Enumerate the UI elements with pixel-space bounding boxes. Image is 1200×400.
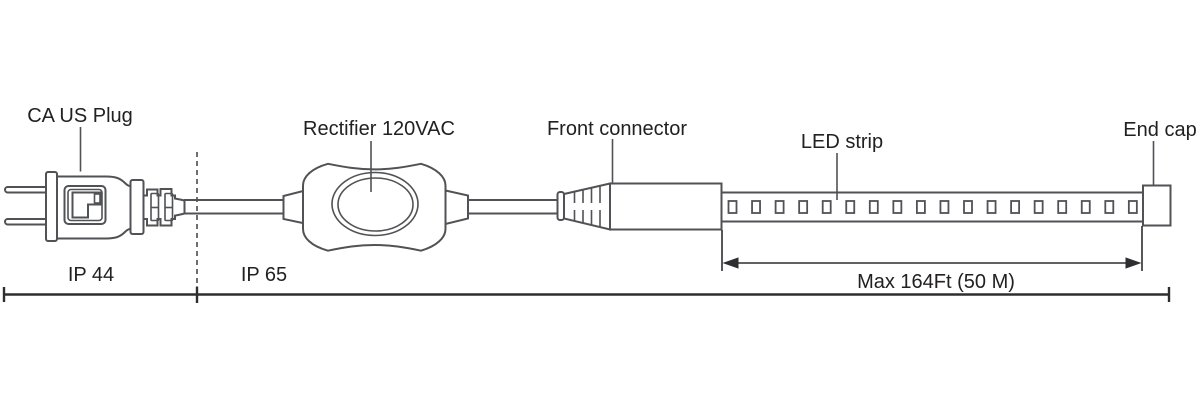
arrowhead-right-icon (1125, 257, 1142, 269)
end-cap-group: End cap (1123, 119, 1197, 227)
connector-ribs (573, 185, 601, 227)
connector-taper (563, 182, 611, 231)
led-chip (868, 200, 879, 214)
rectifier-boot-right (444, 189, 469, 226)
max-length-dimension: Max 164Ft (50 M) (721, 226, 1143, 293)
led-chip (1080, 200, 1091, 214)
led-strip-group: LED strip (720, 131, 1144, 223)
led-chip (751, 200, 761, 214)
led-chip (727, 200, 738, 214)
connector-body (609, 182, 723, 231)
plug-blade-l-shape (71, 191, 102, 219)
led-chip (1127, 200, 1138, 214)
plug-label: CA US Plug (27, 105, 133, 127)
led-chip (1057, 200, 1068, 214)
max-length-label: Max 164Ft (50 M) (857, 271, 1015, 293)
led-chip (798, 200, 809, 214)
end-cap-label: End cap (1123, 119, 1196, 141)
led-chip (939, 200, 950, 214)
plug-prong-top (4, 186, 49, 194)
led-strip-body (720, 191, 1144, 223)
rectifier-body (302, 162, 447, 252)
rectifier-group: Rectifier 120VAC (282, 118, 469, 252)
ip44-zone-label: IP 44 (68, 264, 114, 286)
led-chip (1104, 200, 1115, 214)
ip65-zone-label: IP 65 (241, 264, 287, 286)
led-chip (845, 200, 856, 214)
led-chip (916, 200, 926, 214)
cable-segment-plug-to-rectifier (184, 199, 284, 215)
led-strip-label: LED strip (801, 131, 883, 153)
rectifier-dome-outer (331, 171, 419, 237)
led-chips (727, 200, 1138, 214)
led-chip (986, 200, 997, 214)
plug-faceplate (45, 171, 58, 242)
plug-group: CA US Plug (4, 105, 186, 242)
rectifier-dome-inner (337, 177, 414, 232)
led-chip (1010, 200, 1020, 214)
plug-blade-slot (93, 193, 101, 204)
cable-segment-rectifier-to-connector (468, 199, 559, 215)
led-chip (1033, 200, 1044, 214)
front-connector-group: Front connector (547, 118, 723, 231)
rectifier-boot-left (282, 189, 306, 225)
led-chip (774, 200, 785, 214)
end-cap-body (1142, 184, 1172, 227)
plug-blade-outline-inner (67, 188, 103, 222)
plug-collar (129, 179, 145, 235)
plug-strain-relief (142, 188, 186, 227)
plug-prong-bottom (4, 218, 49, 226)
connector-label: Front connector (547, 118, 687, 140)
ip-zone-scale: IP 44 IP 65 (2, 264, 1171, 303)
rectifier-label: Rectifier 120VAC (303, 118, 455, 140)
led-chip (963, 200, 973, 214)
arrowhead-left-icon (722, 257, 739, 269)
led-chip (892, 200, 903, 214)
led-chip (821, 200, 832, 214)
